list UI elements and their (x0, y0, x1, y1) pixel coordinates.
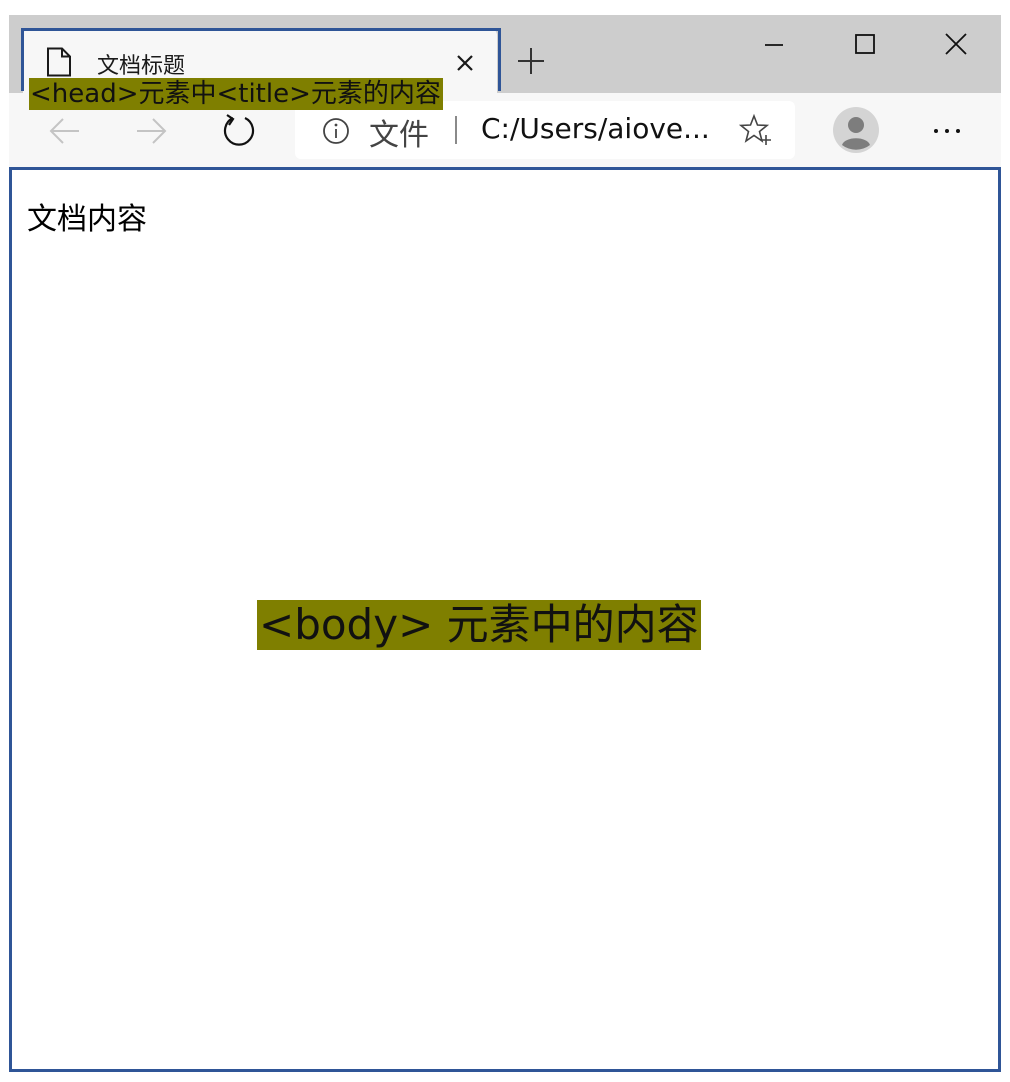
forward-arrow-icon[interactable] (131, 111, 171, 151)
more-icon[interactable] (927, 115, 967, 147)
reload-icon[interactable] (219, 111, 259, 151)
tab-close-icon[interactable] (453, 51, 477, 75)
address-url[interactable]: C:/Users/aiove... (481, 112, 710, 145)
head-title-annotation: <head>元素中<title>元素的内容 (29, 78, 443, 110)
browser-window: 文档标题 (9, 15, 1001, 1072)
address-scheme-label: 文件 (369, 118, 429, 153)
address-bar[interactable]: 文件 C:/Users/aiove... (295, 101, 795, 159)
tab-title: 文档标题 (97, 54, 186, 79)
info-icon[interactable] (322, 117, 350, 145)
page-icon (47, 47, 71, 77)
new-tab-icon[interactable] (515, 45, 547, 77)
address-separator (455, 116, 457, 144)
window-close-icon[interactable] (932, 27, 978, 61)
maximize-icon[interactable] (842, 27, 888, 61)
body-annotation: <body> 元素中的内容 (257, 600, 701, 650)
back-arrow-icon[interactable] (45, 111, 85, 151)
add-favorite-icon[interactable] (739, 113, 773, 147)
profile-avatar-icon[interactable] (833, 107, 879, 153)
document-text: 文档内容 (27, 202, 147, 237)
page-content: 文档内容 <body> 元素中的内容 (9, 167, 1001, 1072)
minimize-icon[interactable] (751, 27, 797, 61)
browser-toolbar: 文件 C:/Users/aiove... (9, 93, 1001, 167)
